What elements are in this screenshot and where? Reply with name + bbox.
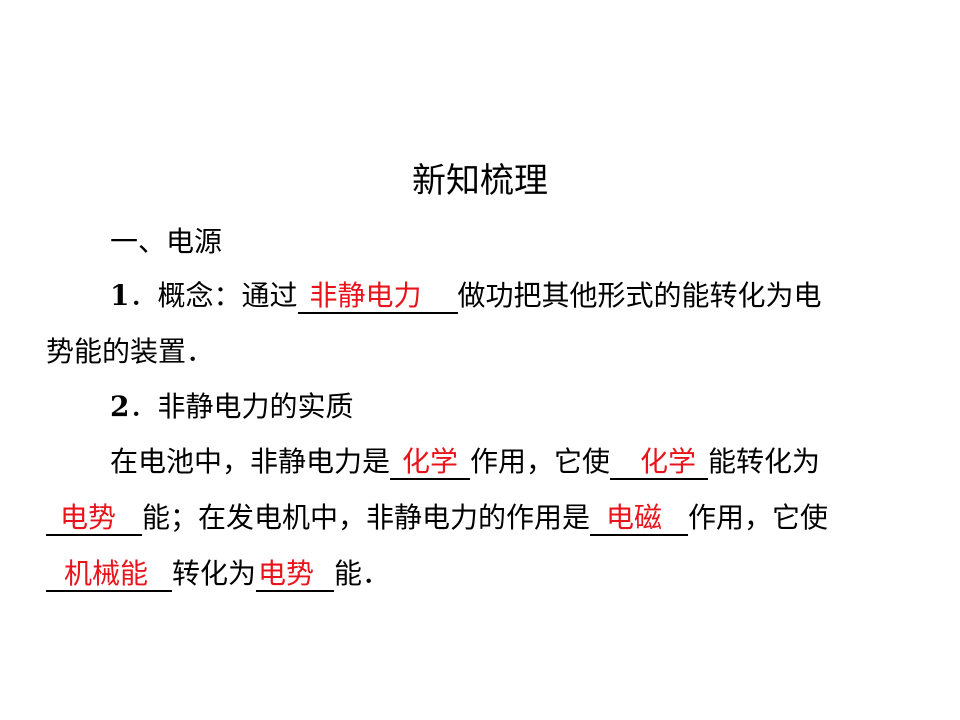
- essence-line-2: 电势能；在发电机中，非静电力的作用是电磁作用，它使: [46, 498, 828, 538]
- fill-blank: 非静电力: [297, 279, 458, 314]
- answer-text: 化学: [402, 445, 459, 478]
- fill-blank: 电势: [256, 557, 335, 592]
- answer-text: 化学: [640, 445, 697, 478]
- answer-text: 机械能: [64, 557, 149, 590]
- essence-text: 作用，它使: [470, 445, 611, 478]
- essence-text: 转化为: [172, 557, 257, 590]
- fill-blank: 化学: [390, 445, 471, 480]
- essence-text: 作用，它使: [688, 501, 829, 534]
- answer-text: 非静电力: [309, 279, 422, 312]
- essence-text: 能．: [334, 557, 391, 590]
- essence-heading-text: ．非静电力的实质: [129, 390, 354, 423]
- item-number: 1: [110, 279, 130, 312]
- answer-text: 电势: [60, 501, 117, 534]
- essence-line-3: 机械能转化为电势能．: [46, 554, 390, 594]
- fill-blank: 机械能: [46, 558, 172, 592]
- answer-text: 电磁: [606, 501, 663, 534]
- concept-line-1: 1．概念：通过非静电力 做功把其他形式的能转化为电: [110, 276, 822, 316]
- essence-heading: 2．非静电力的实质: [110, 387, 354, 427]
- fill-blank: 化学: [610, 445, 709, 480]
- essence-text: 能转化为: [708, 445, 821, 478]
- answer-text: 电势: [258, 557, 315, 590]
- fill-blank: 电势: [46, 502, 142, 536]
- concept-label: ．概念：通过: [129, 279, 298, 312]
- page-title: 新知梳理: [412, 161, 548, 201]
- item-number: 2: [110, 390, 130, 423]
- concept-text: 做功把其他形式的能转化为电: [457, 279, 822, 312]
- fill-blank: 电磁: [590, 501, 689, 536]
- essence-line-1: 在电池中，非静电力是化学作用，它使化学能转化为: [110, 442, 820, 482]
- essence-text: 在电池中，非静电力是: [110, 445, 391, 478]
- section-heading: 一、电源: [110, 225, 223, 258]
- concept-line-2: 势能的装置．: [46, 335, 215, 368]
- essence-text: 能；在发电机中，非静电力的作用是: [142, 501, 591, 534]
